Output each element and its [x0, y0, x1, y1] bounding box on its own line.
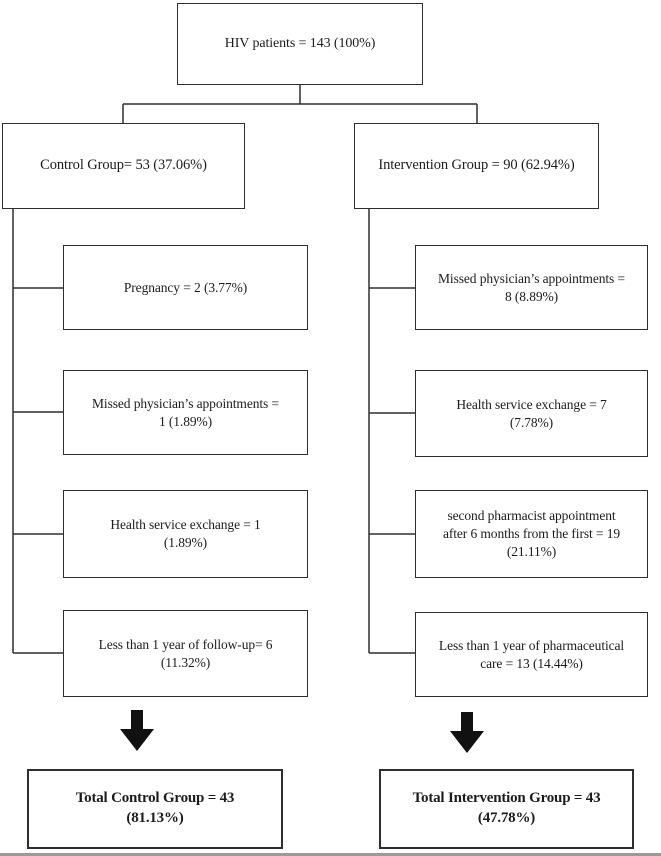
node-label: (11.32%): [160, 654, 211, 670]
node-label: (21.11%): [506, 543, 557, 559]
node-intervention-exclusion-missed-appointments: Missed physician’s appointments = 8 (8.8…: [415, 245, 648, 330]
node-control-group: Control Group= 53 (37.06%): [2, 123, 245, 209]
node-label: Less than 1 year of pharmaceutical: [438, 637, 625, 653]
node-total-intervention-group: Total Intervention Group = 43 (47.78%): [379, 769, 634, 849]
connector-group: [12, 85, 478, 654]
node-label: after 6 months from the first = 19: [442, 526, 621, 542]
node-intervention-exclusion-health-service-exchange: Health service exchange = 7 (7.78%): [415, 370, 648, 457]
node-label: Pregnancy = 2 (3.77%): [123, 279, 248, 295]
node-intervention-group: Intervention Group = 90 (62.94%): [354, 123, 599, 209]
node-label: Total Control Group = 43: [75, 790, 235, 807]
node-control-exclusion-missed-appointments: Missed physician’s appointments = 1 (1.8…: [63, 370, 308, 455]
node-label: 8 (8.89%): [504, 288, 559, 304]
node-label: 1 (1.89%): [158, 413, 213, 429]
node-label: (7.78%): [509, 414, 554, 430]
node-control-exclusion-health-service-exchange: Health service exchange = 1 (1.89%): [63, 490, 308, 578]
node-intervention-exclusion-less-than-1-year-care: Less than 1 year of pharmaceutical care …: [415, 612, 648, 697]
node-label: Health service exchange = 7: [456, 396, 607, 412]
node-label: Less than 1 year of follow-up= 6: [98, 636, 273, 652]
node-label: care = 13 (14.44%): [480, 655, 583, 671]
node-label: Missed physician’s appointments =: [92, 395, 279, 411]
node-label: (1.89%): [163, 535, 208, 550]
node-total-control-group: Total Control Group = 43 (81.13%): [27, 769, 283, 849]
node-control-exclusion-pregnancy: Pregnancy = 2 (3.77%): [63, 245, 308, 330]
intervention-exclusions-spine: [368, 208, 415, 654]
node-label: Intervention Group = 90 (62.94%): [378, 157, 575, 174]
node-label: (81.13%): [126, 810, 184, 826]
node-label: HIV patients = 143 (100%): [224, 35, 376, 51]
control-exclusions-spine: [12, 208, 63, 654]
node-label: Control Group= 53 (37.06%): [40, 157, 207, 174]
node-label: Total Intervention Group = 43: [412, 790, 601, 807]
node-label: Missed physician’s appointments =: [438, 270, 625, 286]
root-to-groups-connector: [122, 85, 478, 123]
down-arrow-intervention: [450, 712, 484, 753]
node-label: Health service exchange = 1: [110, 517, 261, 533]
node-label: second pharmacist appointment: [447, 508, 616, 524]
down-arrow-control: [120, 710, 154, 751]
node-label: (47.78%): [477, 810, 536, 826]
node-hiv-patients: HIV patients = 143 (100%): [177, 3, 423, 85]
node-intervention-exclusion-second-pharmacist-appointment: second pharmacist appointment after 6 mo…: [415, 490, 648, 578]
node-control-exclusion-less-than-1-year-follow-up: Less than 1 year of follow-up= 6 (11.32%…: [63, 610, 308, 697]
